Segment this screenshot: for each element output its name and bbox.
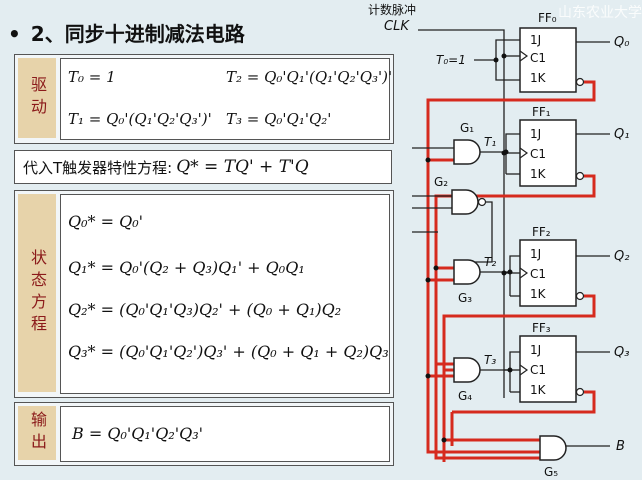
gate-labels: G₁ G₂ G₃ G₄ G₅ T₁ T₂ T₃ bbox=[434, 121, 558, 479]
q3-label: Q₃ bbox=[614, 345, 629, 360]
flip-flops bbox=[519, 27, 577, 403]
char-equation-band: 代入T触发器特性方程: Q* = TQ' + T'Q bbox=[14, 150, 392, 184]
gate-g2 bbox=[451, 189, 479, 215]
state-label: 状态方程 bbox=[18, 194, 56, 392]
drive-content bbox=[60, 58, 390, 140]
bullet: • bbox=[8, 22, 21, 46]
eq-t2: T₂ = Q₀'Q₁'(Q₁'Q₂'Q₃')' bbox=[226, 68, 393, 86]
ff2-box bbox=[519, 239, 577, 307]
g2-label: G₂ bbox=[434, 175, 448, 189]
eq-t3: T₃ = Q₀'Q₁'Q₂' bbox=[226, 110, 332, 128]
char-eq-prefix: 代入T触发器特性方程: bbox=[23, 158, 173, 177]
eq-q2: Q₂* = (Q₀'Q₁'Q₃)Q₂' + (Q₀ + Q₁)Q₂ bbox=[68, 300, 342, 319]
gate-g1 bbox=[453, 139, 481, 165]
ff1-pin-j: 1J bbox=[530, 127, 541, 141]
char-eq-formula: Q* = TQ' + T'Q bbox=[176, 157, 309, 177]
ff3-pin-j: 1J bbox=[530, 343, 541, 357]
ff0-name: FF₀ bbox=[538, 11, 557, 25]
q0-label: Q₀ bbox=[614, 35, 630, 50]
ff1-box bbox=[519, 119, 577, 187]
g3-label: G₃ bbox=[458, 291, 472, 305]
eq-t0: T₀ = 1 bbox=[68, 68, 116, 86]
clk-bus bbox=[418, 29, 520, 398]
gate-g2-bubble bbox=[477, 197, 487, 207]
output-content bbox=[60, 406, 390, 462]
clk-label-cn: 计数脉冲 bbox=[368, 2, 416, 17]
q1-label: Q₁ bbox=[614, 127, 629, 142]
and-gates bbox=[451, 139, 567, 461]
ff2-pin-c: C1 bbox=[530, 267, 546, 281]
ff2-pin-k: 1K bbox=[530, 287, 547, 301]
feedback-wires bbox=[426, 80, 596, 462]
ff3-box bbox=[519, 335, 577, 403]
gate-g3 bbox=[453, 259, 481, 285]
ff-labels: FF₀ FF₁ FF₂ FF₃ 1J C1 1K 1J C1 1K 1J C1 … bbox=[530, 11, 557, 397]
ff0-pin-c: C1 bbox=[530, 51, 546, 65]
ff0-box bbox=[519, 27, 577, 93]
b-label: B bbox=[616, 439, 625, 454]
t3-label: T₃ bbox=[484, 353, 496, 367]
ff3-pin-c: C1 bbox=[530, 363, 546, 377]
t1-label: T₁ bbox=[484, 135, 496, 149]
title-text: 2、同步十进制减法电路 bbox=[30, 22, 245, 46]
eq-q0: Q₀* = Q₀' bbox=[68, 212, 144, 231]
logic-wires bbox=[412, 133, 520, 393]
state-content bbox=[60, 194, 390, 394]
t0-input-label: T₀=1 bbox=[436, 53, 466, 67]
output-label: 输出 bbox=[18, 406, 56, 460]
eq-q1: Q₁* = Q₀'(Q₂ + Q₃)Q₁' + Q₀Q₁ bbox=[68, 258, 305, 277]
clk-label: CLK bbox=[384, 19, 410, 34]
g5-label: G₅ bbox=[544, 465, 558, 479]
junction-dots bbox=[425, 53, 513, 443]
drive-label: 驱动 bbox=[18, 58, 56, 138]
g1-label: G₁ bbox=[460, 121, 474, 135]
ff2-pin-j: 1J bbox=[530, 247, 541, 261]
gate-g4 bbox=[453, 357, 481, 383]
ff3-name: FF₃ bbox=[532, 321, 551, 335]
ff1-pin-k: 1K bbox=[530, 167, 547, 181]
q-output-wires bbox=[566, 41, 610, 447]
clock-triangles bbox=[519, 50, 529, 376]
ff2-name: FF₂ bbox=[532, 225, 551, 239]
ff1-name: FF₁ bbox=[532, 105, 551, 119]
page-title: • 2、同步十进制减法电路 bbox=[8, 18, 245, 47]
ff1-pin-c: C1 bbox=[530, 147, 546, 161]
t0-wires bbox=[474, 39, 520, 81]
eq-t1: T₁ = Q₀'(Q₁'Q₂'Q₃')' bbox=[68, 110, 212, 128]
ff0-pin-j: 1J bbox=[530, 33, 541, 47]
watermark-text: 山东农业大学 bbox=[558, 5, 642, 21]
eq-q3: Q₃* = (Q₀'Q₁'Q₂')Q₃' + (Q₀ + Q₁ + Q₂)Q₃ bbox=[68, 342, 389, 361]
q2-label: Q₂ bbox=[614, 249, 629, 264]
output-bubbles bbox=[575, 77, 585, 397]
ff3-pin-k: 1K bbox=[530, 383, 547, 397]
gate-g5 bbox=[539, 435, 567, 461]
t2-label: T₂ bbox=[484, 255, 496, 269]
q-output-labels: Q₀ Q₁ Q₂ Q₃ B bbox=[614, 35, 630, 454]
eq-output: B = Q₀'Q₁'Q₂'Q₃' bbox=[72, 424, 204, 443]
ff0-pin-k: 1K bbox=[530, 71, 547, 85]
g4-label: G₄ bbox=[458, 389, 472, 403]
